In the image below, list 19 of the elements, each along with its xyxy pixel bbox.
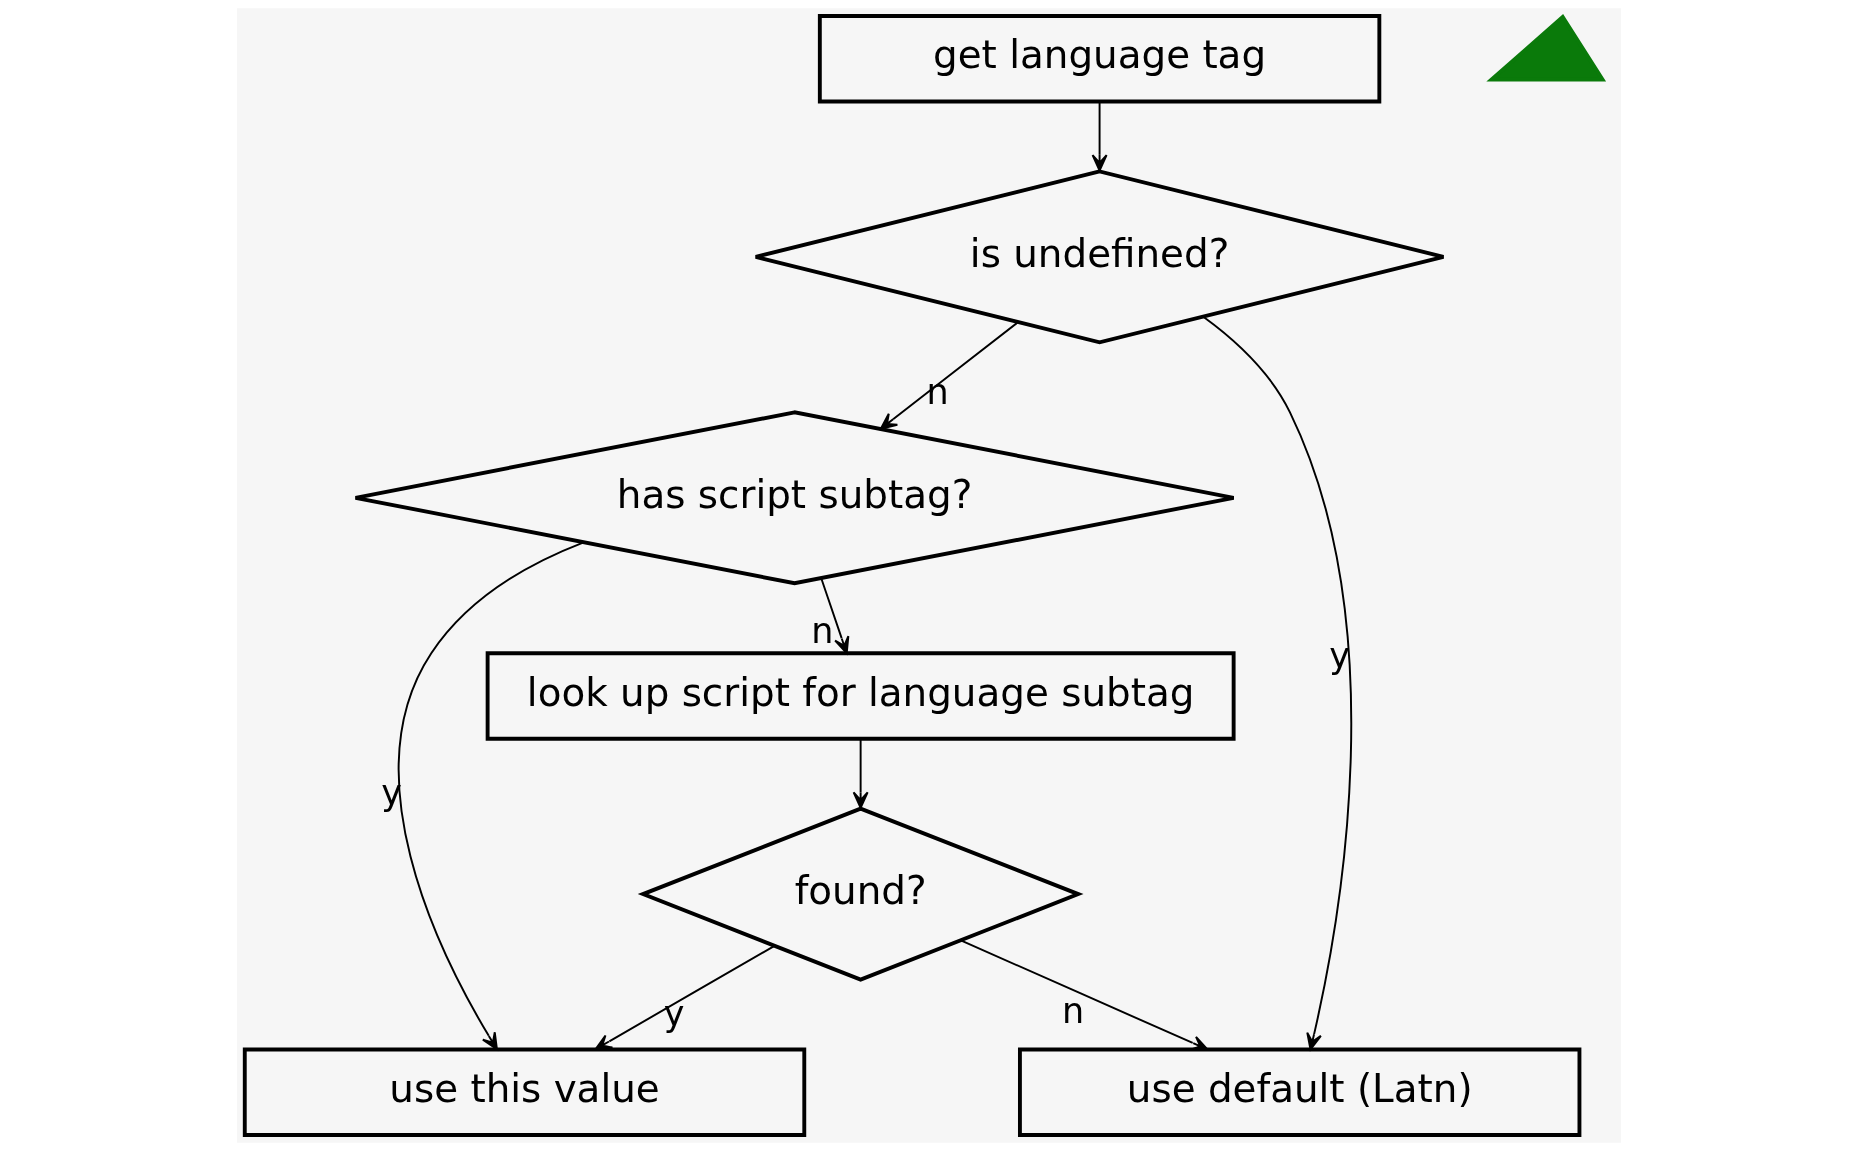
- arrow: [1091, 100, 1108, 172]
- arrow: [879, 321, 1019, 430]
- edge-label: y: [663, 993, 685, 1034]
- arrow: [819, 577, 849, 655]
- node-box: look up script for language subtag: [485, 651, 1236, 741]
- arrow: [1201, 315, 1352, 1051]
- arrow: [397, 541, 584, 1051]
- node-diamond: is undefined?: [753, 169, 1445, 345]
- edge-label: n: [810, 611, 833, 652]
- node-checkmark: [1485, 14, 1606, 82]
- node-box: get language tag: [817, 14, 1381, 104]
- arrow: [594, 945, 775, 1051]
- edge-label: y: [1328, 636, 1350, 677]
- arrow: [959, 939, 1208, 1051]
- arrow: [852, 738, 869, 809]
- node-box: use default (Latn): [1017, 1047, 1581, 1137]
- node-box: use this value: [242, 1047, 806, 1137]
- edge-label: n: [1061, 991, 1084, 1032]
- node-diamond: found?: [637, 806, 1084, 982]
